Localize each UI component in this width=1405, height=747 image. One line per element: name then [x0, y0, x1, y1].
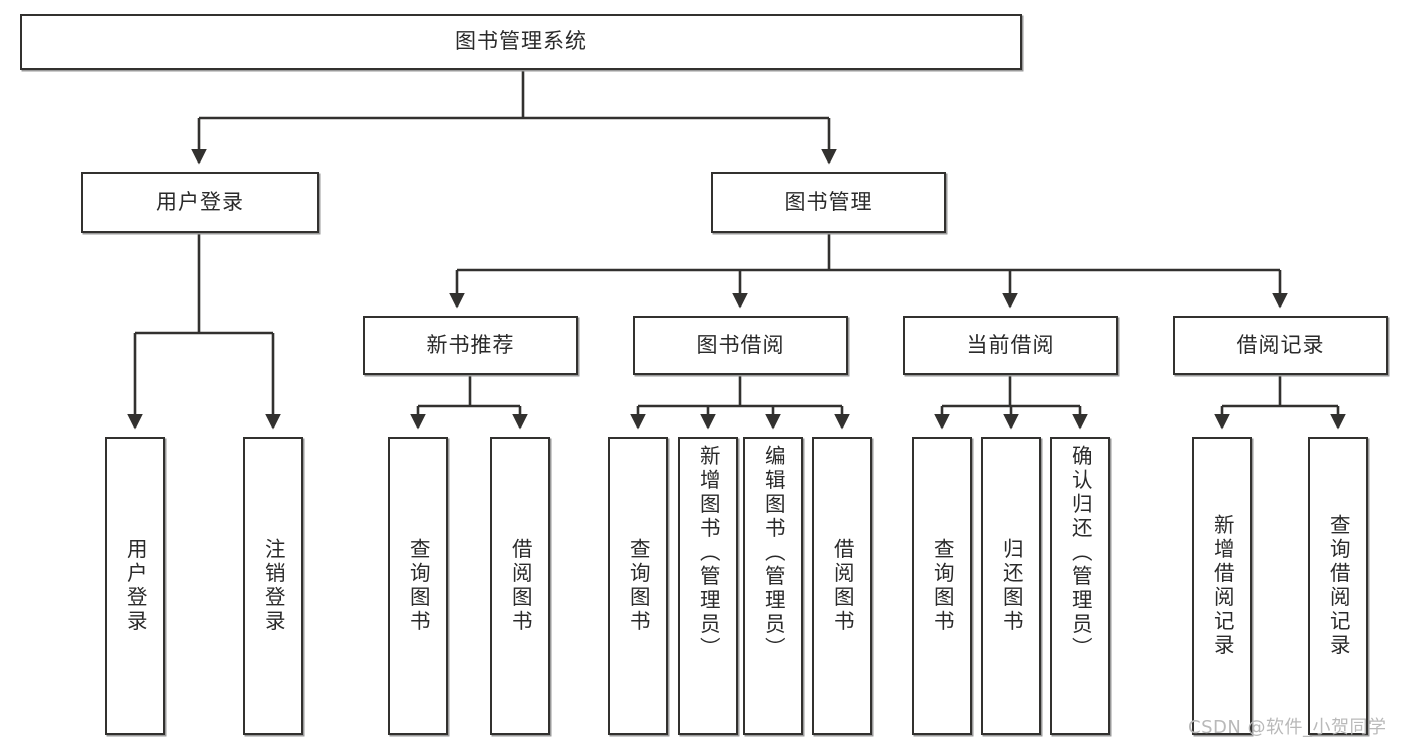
node-label: 图书管理系统: [455, 29, 587, 54]
leaf-borrow-record-query-record[interactable]: 查询借阅记录: [1308, 437, 1368, 735]
leaf-new-book-query-book[interactable]: 查询图书: [388, 437, 448, 735]
node-label: 图书借阅: [696, 332, 785, 357]
node-label: 图书管理: [784, 189, 873, 214]
leaf-book-borrow-edit-book-admin[interactable]: 编辑图书（管理员）: [743, 437, 803, 735]
node-borrow-record[interactable]: 借阅记录: [1173, 316, 1388, 375]
node-label: 用户登录: [123, 538, 148, 634]
node-label: 新增借阅记录: [1210, 514, 1235, 658]
node-current-borrow[interactable]: 当前借阅: [903, 316, 1118, 375]
leaf-book-borrow-borrow-book[interactable]: 借阅图书: [812, 437, 872, 735]
leaf-current-borrow-return-book[interactable]: 归还图书: [981, 437, 1041, 735]
node-root-book-management-system[interactable]: 图书管理系统: [20, 14, 1022, 70]
node-label: 归还图书: [999, 538, 1024, 634]
leaf-new-book-borrow-book[interactable]: 借阅图书: [490, 437, 550, 735]
leaf-borrow-record-add-record[interactable]: 新增借阅记录: [1192, 437, 1252, 735]
node-label: 注销登录: [261, 538, 286, 634]
leaf-book-borrow-add-book-admin[interactable]: 新增图书（管理员）: [678, 437, 738, 735]
leaf-user-login-login[interactable]: 用户登录: [105, 437, 165, 735]
node-label: 当前借阅: [966, 332, 1055, 357]
node-label: 借阅记录: [1236, 332, 1325, 357]
node-user-login[interactable]: 用户登录: [81, 172, 319, 233]
node-label: 借阅图书: [508, 538, 533, 634]
node-label: 确认归还（管理员）: [1068, 445, 1093, 661]
node-label: 借阅图书: [830, 538, 855, 634]
leaf-book-borrow-query-book[interactable]: 查询图书: [608, 437, 668, 735]
node-label: 查询图书: [626, 538, 651, 634]
leaf-user-login-logout[interactable]: 注销登录: [243, 437, 303, 735]
csdn-watermark: CSDN @软件_小贺同学: [1188, 717, 1387, 738]
leaf-current-borrow-query-book[interactable]: 查询图书: [912, 437, 972, 735]
leaf-current-borrow-confirm-return-admin[interactable]: 确认归还（管理员）: [1050, 437, 1110, 735]
node-label: 用户登录: [156, 189, 244, 214]
node-label: 查询借阅记录: [1326, 514, 1351, 658]
node-label: 查询图书: [930, 538, 955, 634]
node-book-borrow[interactable]: 图书借阅: [633, 316, 848, 375]
node-label: 查询图书: [406, 538, 431, 634]
node-label: 新书推荐: [426, 332, 515, 357]
node-label: 编辑图书（管理员）: [761, 445, 786, 661]
node-new-book-recommendation[interactable]: 新书推荐: [363, 316, 578, 375]
node-label: 新增图书（管理员）: [696, 445, 721, 661]
node-book-management[interactable]: 图书管理: [711, 172, 946, 233]
